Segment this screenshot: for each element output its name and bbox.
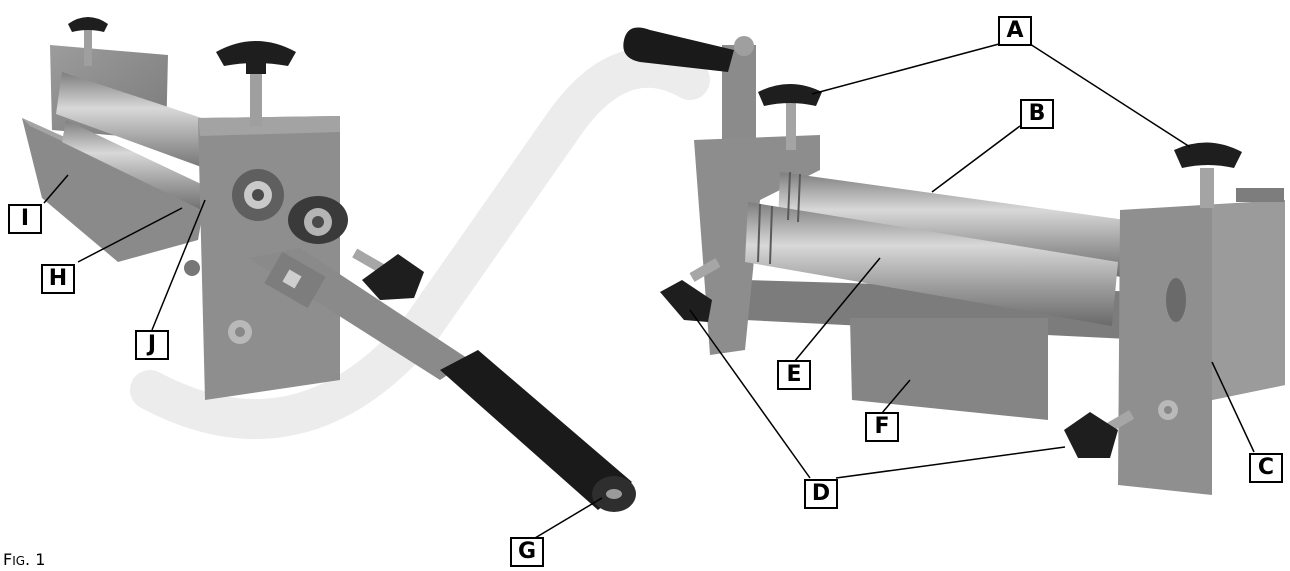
crank-handle — [623, 27, 734, 73]
leader-c — [1211, 361, 1255, 453]
label-d: D — [804, 479, 838, 509]
label-i: I — [8, 204, 42, 234]
leader-lines — [43, 43, 1255, 542]
caption-small-caps: IG — [12, 554, 26, 568]
caption-number: . 1 — [25, 550, 46, 569]
leader-h — [77, 207, 183, 263]
leader-b — [931, 125, 1021, 193]
side-adjust-knob — [660, 280, 712, 322]
feed-table — [22, 118, 205, 262]
leader-j — [151, 199, 206, 331]
leader-i — [43, 174, 69, 204]
crank-handle — [440, 350, 632, 510]
label-g: G — [510, 537, 544, 567]
left-side-plate — [694, 135, 820, 355]
figure-caption: FIG. 1 — [3, 550, 45, 569]
label-b: B — [1020, 99, 1054, 129]
lower-roller — [745, 202, 1118, 326]
pressure-knob — [216, 41, 296, 66]
side-clamp-knob — [362, 254, 424, 300]
label-a: A — [998, 16, 1032, 46]
lower-roller — [62, 120, 218, 214]
top-roller — [56, 72, 232, 176]
caption-first-letter: F — [3, 550, 13, 569]
leader-g — [529, 497, 603, 542]
leader-d-right — [835, 446, 1066, 479]
side-adjust-knob — [1064, 412, 1118, 458]
leader-a-left — [811, 43, 1000, 95]
left-machine-photo — [22, 17, 636, 512]
watermark — [130, 47, 710, 440]
label-c: C — [1249, 453, 1283, 483]
label-e: E — [777, 360, 811, 390]
leader-e — [793, 257, 881, 363]
label-f: F — [865, 412, 899, 442]
top-pressure-knob — [1174, 142, 1242, 168]
label-h: H — [41, 264, 75, 294]
leader-a-right — [1029, 43, 1191, 148]
leader-d-left — [689, 309, 811, 479]
leader-f — [881, 379, 911, 414]
top-pressure-knob — [758, 84, 822, 106]
label-j: J — [135, 330, 169, 360]
back-pressure-knob — [68, 17, 108, 32]
right-machine-photo — [623, 27, 1285, 495]
